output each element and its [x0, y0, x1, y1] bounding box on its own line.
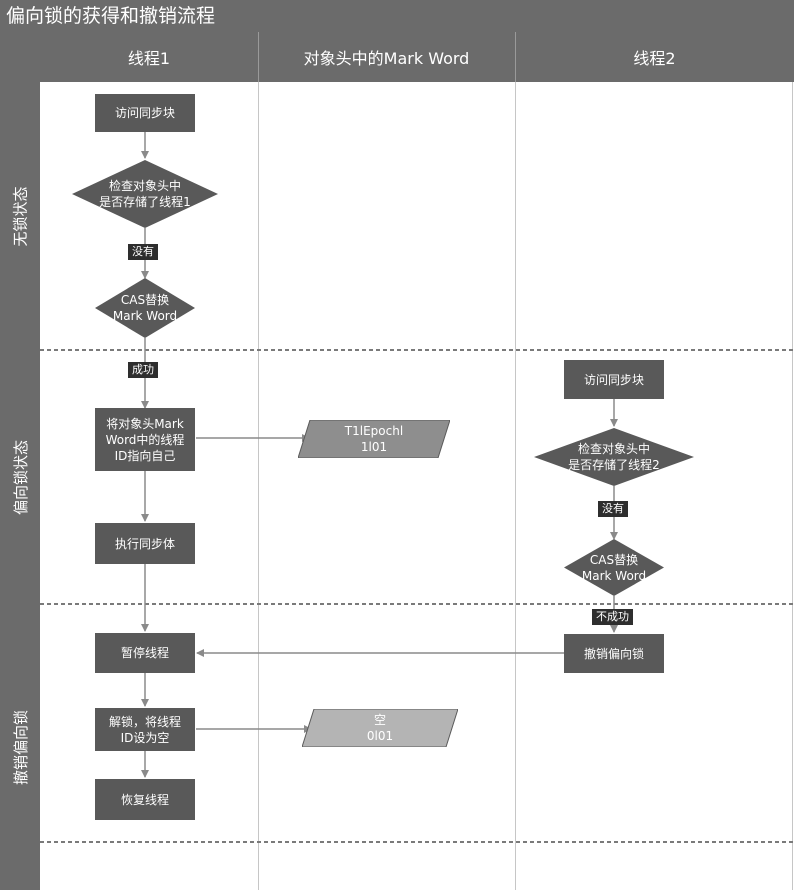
thread2-cas-decision: CAS替换 Mark Word [564, 539, 664, 596]
column-header-mark-word: 对象头中的Mark Word [258, 32, 515, 82]
header-divider [515, 32, 516, 82]
thread1-execute-sync-body: 执行同步体 [95, 523, 195, 564]
decision-diamond-shape [564, 539, 664, 596]
thread1-pause-thread: 暂停线程 [95, 633, 195, 673]
thread1-resume-thread: 恢复线程 [95, 779, 195, 820]
thread1-tag-success: 成功 [128, 362, 158, 378]
thread2-cas-label: CAS替换 Mark Word [581, 552, 647, 583]
mark-word-empty-label: 空 0l01 [366, 713, 394, 743]
column-header-thread2: 线程2 [515, 32, 794, 82]
thread2-tag-fail: 不成功 [592, 609, 633, 625]
column-header-thread1: 线程1 [40, 32, 258, 82]
thread2-revoke-bias: 撤销偏向锁 [564, 634, 664, 673]
parallelogram-shape [302, 709, 458, 747]
decision-diamond-shape [72, 160, 218, 228]
thread2-tag-none: 没有 [598, 501, 628, 517]
header-divider [258, 32, 259, 82]
thread1-cas-decision: CAS替换 Mark Word [95, 278, 195, 338]
thread1-tag-none: 没有 [128, 244, 158, 260]
thread1-check-header-label: 检查对象头中 是否存储了线程1 [99, 179, 191, 209]
thread1-access-sync-block: 访问同步块 [95, 94, 195, 132]
decision-diamond-shape [95, 278, 195, 338]
thread2-check-header-label: 检查对象头中 是否存储了线程2 [568, 442, 660, 472]
column-separator [792, 82, 793, 890]
mark-word-empty: 空 0l01 [302, 709, 458, 747]
thread1-cas-label: CAS替换 Mark Word [112, 293, 178, 323]
mark-word-biased: T1lEpochl 1l01 [298, 420, 450, 458]
column-separator [258, 82, 259, 890]
thread1-unlock-clear-id: 解锁，将线程 ID设为空 [95, 708, 195, 751]
column-separator [515, 82, 516, 890]
parallelogram-shape [298, 420, 450, 458]
thread1-set-thread-id: 将对象头Mark Word中的线程 ID指向自己 [95, 408, 195, 471]
diagram-title: 偏向锁的获得和撤销流程 [0, 0, 794, 32]
decision-diamond-shape [534, 428, 694, 486]
thread1-check-header-decision: 检查对象头中 是否存储了线程1 [72, 160, 218, 228]
thread2-check-header-decision: 检查对象头中 是否存储了线程2 [534, 428, 694, 486]
row-label-column [0, 32, 40, 890]
mark-word-biased-label: T1lEpochl 1l01 [344, 424, 404, 454]
thread2-access-sync-block: 访问同步块 [564, 360, 664, 399]
